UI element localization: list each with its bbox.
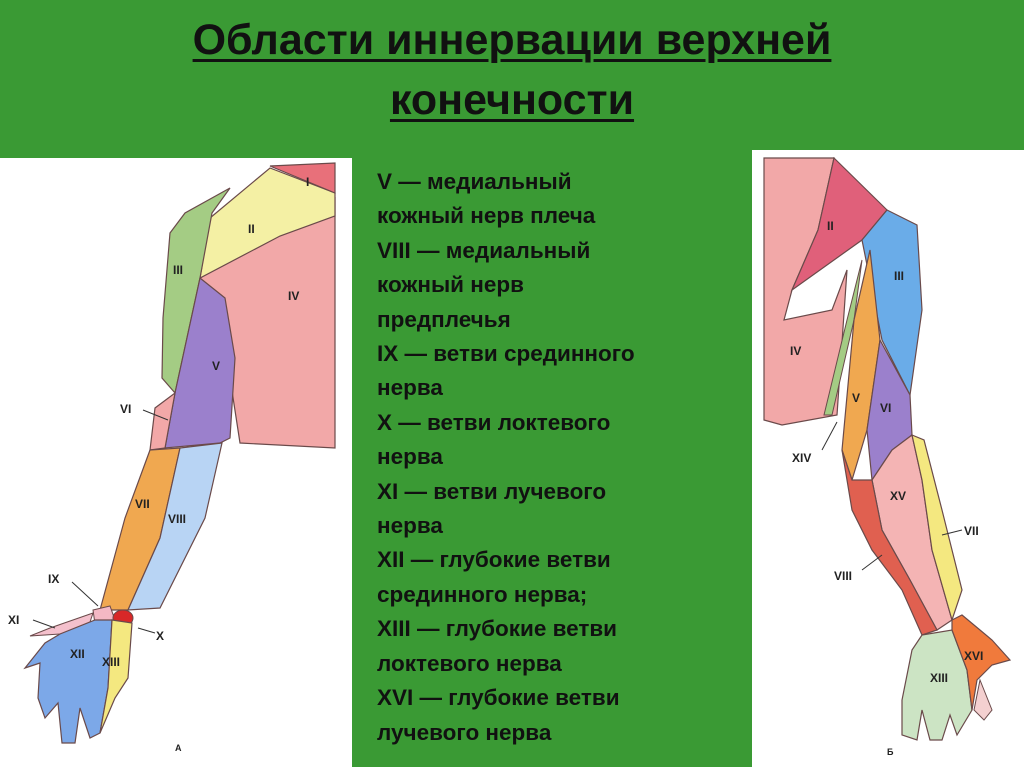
label-XIII-back: XIII (930, 671, 948, 685)
label-VII: VII (135, 497, 150, 511)
legend-line: кожный нерв (377, 272, 524, 298)
right-figure-caption: Б (887, 747, 894, 757)
title-line-2: конечности (389, 76, 635, 124)
label-XV: XV (890, 489, 906, 503)
zone-VII-back (911, 434, 963, 623)
label-V-back: V (852, 391, 860, 405)
label-IV-back: IV (790, 344, 801, 358)
legend-line: XII — глубокие ветви (377, 547, 611, 573)
label-I: I (306, 175, 309, 189)
label-X: X (156, 629, 164, 643)
legend-line: срединного нерва; (377, 581, 588, 607)
label-XIV: XIV (792, 451, 811, 465)
left-arm-diagram: I II III IV V VI VII VIII IX X XI XII XI… (8, 162, 336, 753)
legend-line: XIII — глубокие ветви (377, 616, 618, 642)
legend-line: нерва (377, 444, 443, 470)
right-figure-panel: II III IV V VI XIV XV VII VIII XVI XIII … (752, 150, 1024, 767)
label-XIII: XIII (102, 655, 120, 669)
zone-XIII (99, 619, 133, 734)
label-II: II (248, 222, 255, 236)
zone-III (161, 187, 231, 395)
legend-line: лучевого нерва (377, 719, 552, 745)
zone-XIV (823, 259, 863, 416)
label-IX: IX (48, 572, 59, 586)
legend-line: X — ветви локтевого (377, 409, 611, 435)
legend-line: XI — ветви лучевого (377, 478, 607, 504)
legend-text: V — медиальный кожный нерв плеча VIII — … (377, 165, 747, 750)
label-VI: VI (120, 402, 131, 416)
left-figure-panel: I II III IV V VI VII VIII IX X XI XII XI… (0, 158, 352, 767)
label-XII: XII (70, 647, 85, 661)
page-title: Области иннервации верхней конечности (0, 10, 1024, 130)
zone-II-back (790, 156, 888, 292)
label-II-back: II (827, 219, 834, 233)
label-XI: XI (8, 613, 19, 627)
title-line-1: Области иннервации верхней (192, 16, 832, 64)
zone-XVI (951, 614, 1012, 711)
zone-XII (23, 619, 113, 744)
legend-line: VIII — медиальный (377, 237, 591, 263)
legend-line: нерва (377, 513, 443, 539)
label-III-back: III (894, 269, 904, 283)
right-arm-diagram: II III IV V VI XIV XV VII VIII XVI XIII … (763, 156, 1012, 757)
legend-line: XVI — глубокие ветви (377, 685, 620, 711)
left-figure-caption: А (175, 743, 182, 753)
zone-VIII-back (841, 449, 938, 636)
label-V: V (212, 359, 220, 373)
label-IV: IV (288, 289, 299, 303)
label-VI-back: VI (880, 401, 891, 415)
legend-line: локтевого нерва (377, 650, 562, 676)
legend-line: IX — ветви срединного (377, 341, 635, 367)
label-VIII: VIII (168, 512, 186, 526)
label-VII-back: VII (964, 524, 979, 538)
label-XVI: XVI (964, 649, 983, 663)
legend-line: предплечья (377, 306, 511, 332)
label-III: III (173, 263, 183, 277)
legend-line: нерва (377, 375, 443, 401)
zone-VIII (127, 442, 223, 611)
legend-line: кожный нерв плеча (377, 203, 596, 229)
zone-I (269, 162, 336, 194)
label-VIII-back: VIII (834, 569, 852, 583)
legend-line: V — медиальный (377, 169, 572, 194)
